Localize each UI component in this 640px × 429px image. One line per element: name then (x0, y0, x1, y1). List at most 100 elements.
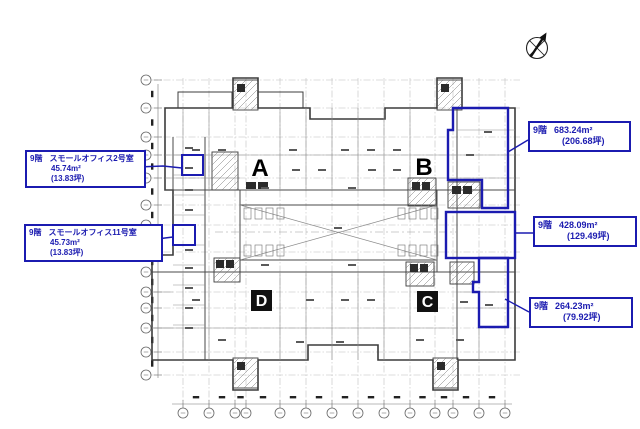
core-hatch (405, 261, 413, 269)
core-hatch (415, 267, 435, 287)
core-hatch (232, 357, 240, 365)
elevator-shaft (226, 260, 234, 268)
toilet-fixtures (243, 207, 439, 257)
core-hatch (429, 281, 435, 287)
core-hatch (223, 265, 241, 283)
callout-area: 45.74m² (51, 164, 81, 173)
room-label-mark (261, 264, 269, 266)
toilet-fixture (265, 207, 274, 220)
toilet-fixture (419, 244, 428, 257)
callout-tsubo: (13.83坪) (50, 248, 84, 257)
dimension-text-mark (367, 396, 375, 399)
room-label-mark (218, 149, 226, 151)
core-hatch (436, 366, 459, 389)
core-hatch (432, 359, 459, 386)
room-label-marks (185, 131, 493, 343)
dimension-text-mark (237, 396, 244, 399)
dimension-text-mark (151, 119, 154, 126)
highlight-area-264 (471, 256, 510, 329)
highlight-small-office-11 (172, 224, 196, 246)
elevator-shaft (437, 362, 445, 370)
north-bay-right (257, 91, 304, 109)
callout-area: 45.73m² (50, 238, 80, 247)
core-hatch (211, 151, 233, 173)
room-label-mark (289, 149, 297, 151)
core-block (407, 177, 437, 207)
core-hatch (449, 261, 464, 276)
dimension-text-mark (151, 188, 154, 195)
room-label-mark (192, 299, 200, 301)
leader-area-264 (504, 298, 530, 313)
room-label-mark (416, 339, 424, 341)
elevator-shaft (237, 84, 245, 92)
room-label-mark (336, 341, 344, 343)
toilet-fixture (254, 244, 263, 257)
core-hatch (250, 102, 259, 111)
core-hatch (211, 159, 239, 187)
room-label-mark (466, 154, 474, 156)
structural-grid (151, 78, 520, 408)
block-letter-b: B (415, 154, 432, 181)
room-label-mark (185, 249, 193, 251)
dimension-text-mark (488, 396, 496, 399)
room-label-mark (185, 287, 193, 289)
room-label-mark (185, 189, 193, 191)
core-hatch (228, 180, 239, 191)
callout-floor: 9階 (30, 154, 43, 163)
outer-wall-path (151, 77, 516, 391)
highlight-small-office-2 (181, 154, 204, 176)
dimension-text-mark (151, 90, 154, 98)
dimension-text-mark (218, 396, 226, 399)
room-label-mark (341, 299, 349, 301)
building-outline (151, 77, 516, 391)
core-block (232, 357, 259, 389)
core-hatch (476, 204, 481, 209)
room-label-mark (456, 339, 464, 341)
core-hatch (468, 278, 475, 285)
core-hatch (469, 197, 481, 209)
core-hatch (211, 152, 239, 180)
core-hatch (243, 373, 259, 389)
leader-small-office-2 (137, 165, 183, 169)
core-hatch (436, 79, 444, 87)
callout-area: 264.23m² (555, 301, 594, 311)
dimension-text-mark (259, 396, 267, 399)
core-hatch (443, 373, 459, 389)
toilet-fixture (430, 207, 439, 220)
room-label-mark (484, 131, 492, 133)
elevator-shaft (410, 264, 418, 272)
core-hatch (454, 264, 475, 285)
toilet-fixture (265, 244, 274, 257)
leader-area-683 (507, 139, 529, 153)
callout-floor: 9階 (534, 301, 549, 311)
room-label-mark (261, 187, 269, 189)
elevator-shaft (422, 182, 430, 190)
callout-room-name: スモールオフィス11号室 (48, 228, 137, 237)
room-label-mark (367, 299, 375, 301)
room-label-mark (306, 299, 314, 301)
elevator-shaft (412, 182, 420, 190)
core-hatch (221, 173, 239, 191)
stair-elevator-cores (211, 79, 481, 389)
core-hatch (216, 258, 241, 283)
elevator-shaft (463, 186, 472, 194)
core-hatch (447, 95, 463, 111)
callout-room-name: スモールオフィス2号室 (49, 154, 134, 163)
toilet-fixture (254, 207, 263, 220)
core-hatch (211, 151, 219, 159)
inner-walls (152, 108, 515, 360)
core-hatch (427, 197, 437, 207)
core-block (232, 79, 259, 111)
dimension-text-mark (151, 142, 154, 150)
core-hatch (232, 81, 259, 108)
core-hatch (214, 166, 239, 191)
dimension-text-mark (393, 396, 401, 399)
core-hatch (235, 187, 239, 191)
toilet-fixture (397, 244, 406, 257)
core-hatch (436, 81, 463, 108)
core-hatch (237, 279, 241, 283)
